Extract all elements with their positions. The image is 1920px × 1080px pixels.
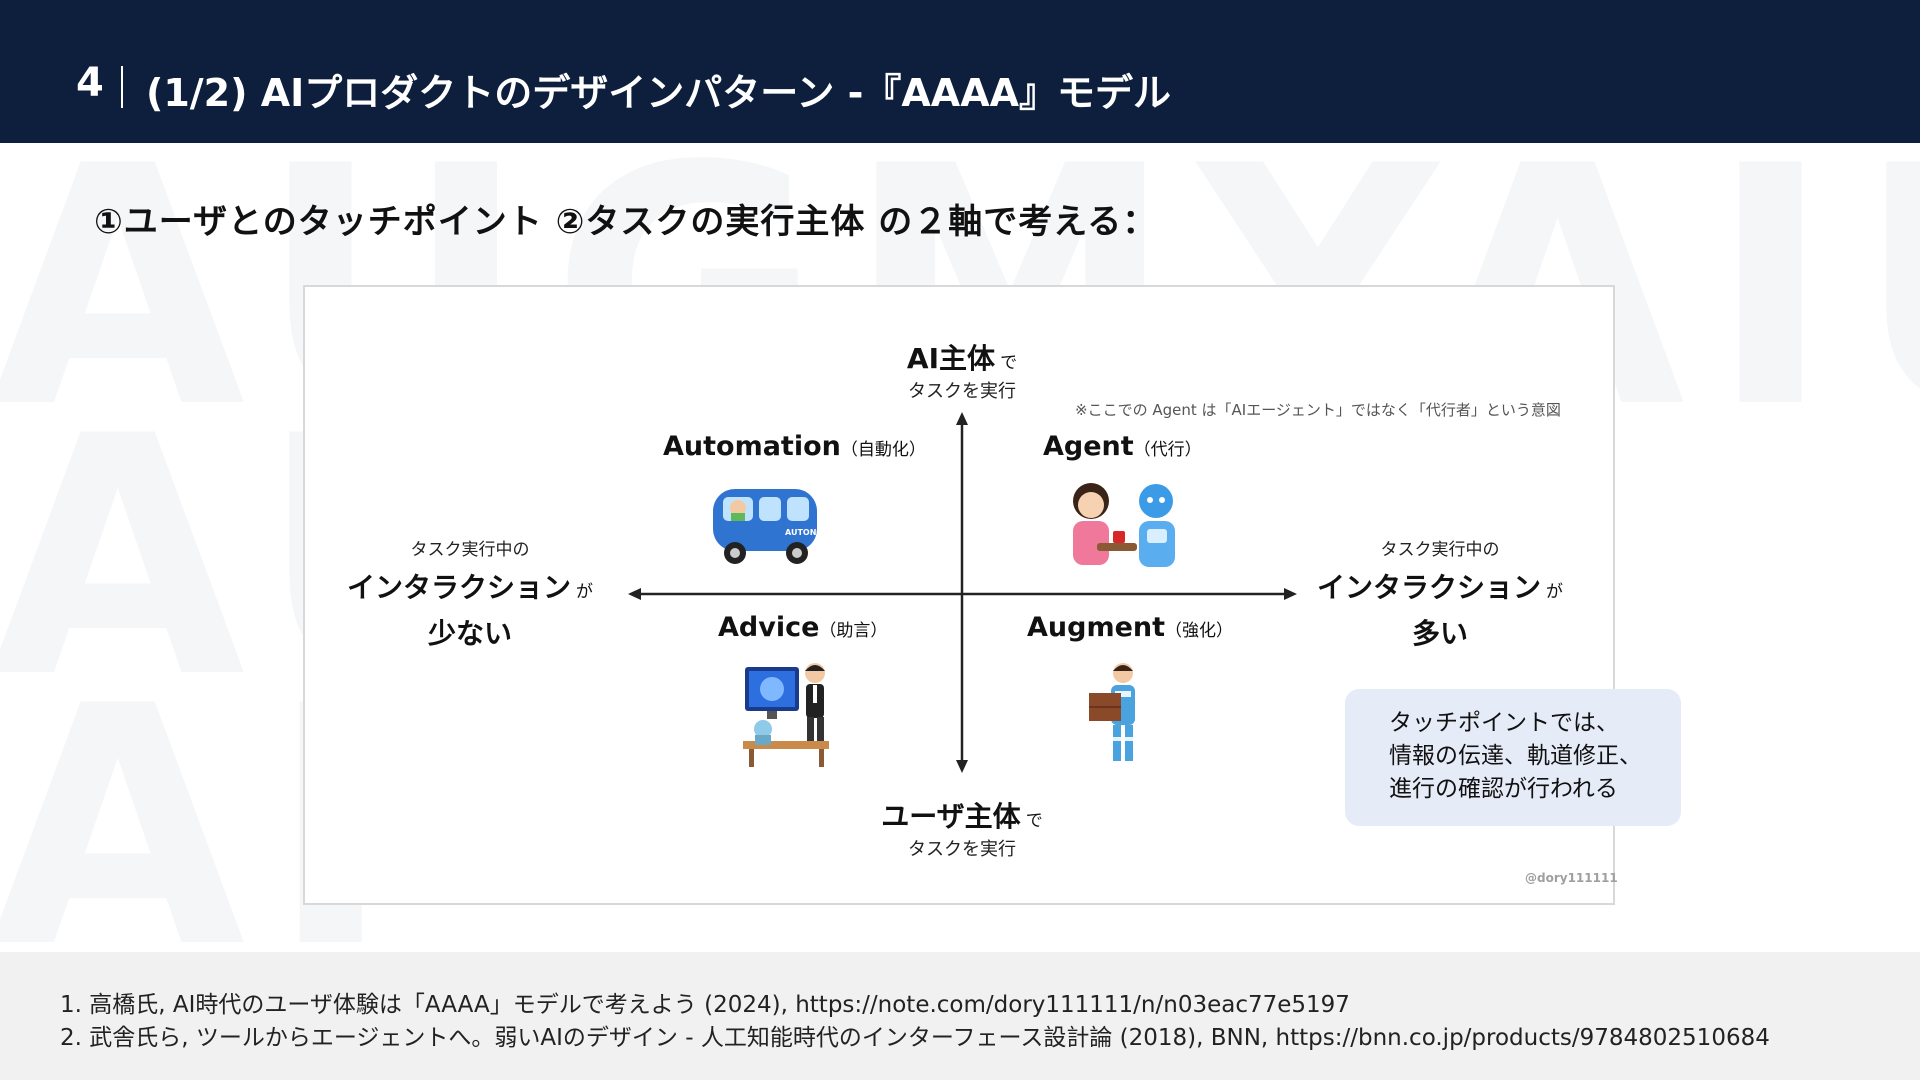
augment-illustration-icon [1089,663,1135,761]
advice-illustration-icon [743,663,829,767]
slide-title: (1/2) AIプロダクトのデザインパターン -『AAAA』モデル [146,71,1172,115]
callout-line: 進行の確認が行われる [1389,776,1618,802]
axis-top-small: で [1000,353,1018,373]
car-illustration-icon: AUTONO MOUS [713,489,825,564]
axis-left-sub: タスク実行中の [410,540,530,560]
reference-item: 1. 高橋氏, AI時代のユーザ体験は「AAAA」モデルで考えよう (2024)… [60,992,1350,1018]
axis-label-top: AI主体 で タスクを実行 [862,337,1062,403]
callout-line: タッチポイントでは、 [1389,710,1619,736]
automation-paren: （自動化） [840,440,926,460]
references-footer: 1. 高橋氏, AI時代のユーザ体験は「AAAA」モデルで考えよう (2024)… [0,952,1920,1080]
axis-right-strong2: 多い [1411,617,1468,650]
axis-bottom-sub: タスクを実行 [908,839,1016,860]
quadrant-advice-title: Advice（助言） [718,612,887,643]
agent-note: ※ここでの Agent は「AIエージェント」ではなく「代行者」という意図 [1075,401,1561,419]
axis-bottom-small: で [1025,811,1043,831]
agent-illustration-icon [1073,483,1175,567]
slide-number: 4 [76,60,104,106]
axis-bottom-strong: ユーザ主体 [881,800,1021,833]
axis-top-strong: AI主体 [906,342,995,375]
axis-left-strong2: 少ない [427,617,512,650]
slide-header: 4 (1/2) AIプロダクトのデザインパターン -『AAAA』モデル [0,0,1920,143]
agent-paren: （代行） [1133,440,1202,460]
diagram-credit: @dory111111 [1525,871,1618,885]
axis-right-sub: タスク実行中の [1380,540,1500,560]
automation-label: Automation [663,431,841,462]
car-text: AUTONO MOUS [785,528,825,537]
augment-label: Augment [1027,612,1166,643]
axis-label-bottom: ユーザ主体 で タスクを実行 [842,795,1082,861]
advice-label: Advice [718,612,820,643]
axis-right-small: が [1546,582,1564,602]
quadrant-augment-title: Augment（強化） [1027,612,1233,643]
axis-label-left: タスク実行中の インタラクション が 少ない [335,535,605,652]
axes-svg [628,412,1297,773]
touchpoint-callout: タッチポイントでは、 情報の伝達、軌道修正、 進行の確認が行われる [1345,689,1681,826]
augment-paren: （強化） [1165,621,1234,641]
quadrant-agent-title: Agent（代行） [1043,431,1202,462]
axis-left-small: が [576,582,594,602]
reference-item: 2. 武舎氏ら, ツールからエージェントへ。弱いAIのデザイン - 人工知能時代… [60,1025,1770,1051]
horizontal-axis [628,588,1297,600]
quadrant-automation-title: Automation（自動化） [663,431,926,462]
callout-line: 情報の伝達、軌道修正、 [1389,743,1642,769]
advice-paren: （助言） [819,621,888,641]
slide-subtitle: ①ユーザとのタッチポイント ②タスクの実行主体 の２軸で考える： [94,202,1158,242]
axis-right-strong: インタラクション [1316,571,1541,604]
header-divider [121,66,123,108]
axis-left-strong: インタラクション [346,571,571,604]
axis-top-sub: タスクを実行 [908,381,1016,402]
vertical-axis [956,412,968,773]
axis-label-right: タスク実行中の インタラクション が 多い [1305,535,1575,652]
agent-label: Agent [1043,431,1134,462]
